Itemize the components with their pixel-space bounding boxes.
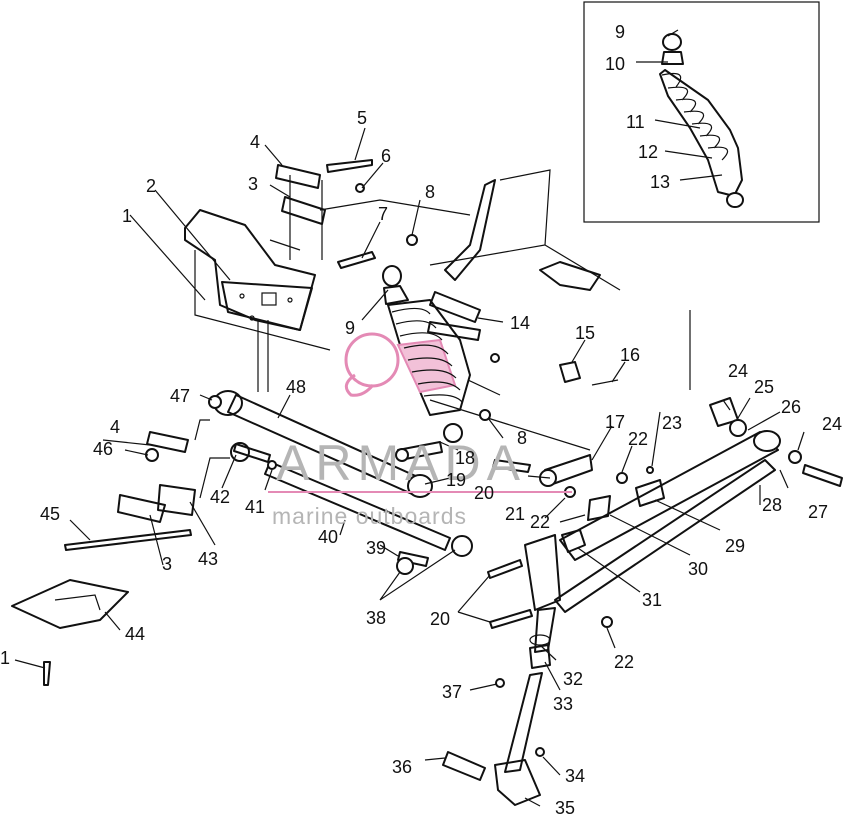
watermark-brand: ARMADA: [276, 435, 526, 491]
callout-20-mid: 20: [474, 483, 494, 503]
callout-33: 33: [553, 694, 573, 714]
callout-12: 12: [638, 142, 658, 162]
callout-48: 48: [286, 377, 306, 397]
rear-swing-arm: [554, 397, 843, 613]
callout-1-top: 1: [122, 206, 132, 226]
link-rod: [230, 442, 473, 575]
callout-41: 41: [245, 497, 265, 517]
callout-13: 13: [650, 172, 670, 192]
callout-27: 27: [808, 502, 828, 522]
callout-16: 16: [620, 345, 640, 365]
skid-plate: [11, 579, 129, 686]
callout-36: 36: [392, 757, 412, 777]
callout-46: 46: [93, 439, 113, 459]
callout-9-inset: 9: [615, 22, 625, 42]
callout-17: 17: [605, 412, 625, 432]
callout-22-low: 22: [614, 652, 634, 672]
callout-34: 34: [565, 766, 585, 786]
shock-mount-hardware: [427, 291, 619, 396]
callout-25: 25: [754, 377, 774, 397]
callout-24-right: 24: [822, 414, 842, 434]
callout-47: 47: [170, 386, 190, 406]
callout-38: 38: [366, 608, 386, 628]
callout-22-top: 22: [628, 429, 648, 449]
callout-22-mid: 22: [530, 512, 550, 532]
callout-28: 28: [762, 495, 782, 515]
callout-37: 37: [442, 682, 462, 702]
watermark: ARMADA marine outboards: [268, 435, 572, 529]
callout-30: 30: [688, 559, 708, 579]
callout-14: 14: [510, 313, 530, 333]
callout-44: 44: [125, 624, 145, 644]
callout-1-low: 1: [0, 648, 10, 668]
callout-43: 43: [198, 549, 218, 569]
callout-42: 42: [210, 487, 230, 507]
callout-15: 15: [575, 323, 595, 343]
callout-11: 11: [626, 112, 645, 132]
callout-3-low: 3: [162, 554, 172, 574]
leader-lines: [14, 29, 805, 807]
callout-24-top: 24: [728, 361, 748, 381]
callout-39: 39: [366, 538, 386, 558]
inset-shock-absorber: [659, 33, 744, 208]
callout-18: 18: [455, 448, 475, 468]
callout-29: 29: [725, 536, 745, 556]
callout-labels: 9 10 11 12 13 1 2 3 4 5 6 7 8 9 14 15 16…: [0, 22, 842, 816]
callout-10: 10: [605, 54, 625, 74]
callout-35: 35: [555, 798, 575, 816]
callout-9-main: 9: [345, 318, 355, 338]
callout-4-low: 4: [110, 417, 120, 437]
callout-8-mid: 8: [517, 428, 527, 448]
watermark-tagline: marine outboards: [272, 503, 467, 529]
callout-32: 32: [563, 669, 583, 689]
front-mount-bracket: [184, 209, 316, 331]
callout-8-top: 8: [425, 182, 435, 202]
callout-7: 7: [378, 204, 388, 224]
callout-21: 21: [505, 504, 525, 524]
callout-45: 45: [40, 504, 60, 524]
lower-link-plates: [64, 419, 230, 551]
main-shock-absorber: [344, 265, 471, 443]
chassis-outline: [194, 169, 691, 451]
callout-40: 40: [318, 527, 338, 547]
callout-20-low: 20: [430, 609, 450, 629]
callout-23: 23: [662, 413, 682, 433]
shock-detail-inset: [583, 1, 820, 223]
upper-link-plates: [269, 159, 373, 260]
center-hardware: [539, 454, 665, 553]
callout-26: 26: [781, 397, 801, 417]
callout-5: 5: [357, 108, 367, 128]
callout-19: 19: [446, 470, 466, 490]
callout-2: 2: [146, 176, 156, 196]
callout-31: 31: [642, 590, 662, 610]
upper-bolts: [337, 234, 418, 269]
front-arm-assembly: [442, 534, 613, 806]
callout-4-top: 4: [250, 132, 260, 152]
small-hardware: [208, 395, 531, 473]
callout-3-top: 3: [248, 174, 258, 194]
callout-6: 6: [381, 146, 391, 166]
torque-arm: [213, 320, 433, 498]
